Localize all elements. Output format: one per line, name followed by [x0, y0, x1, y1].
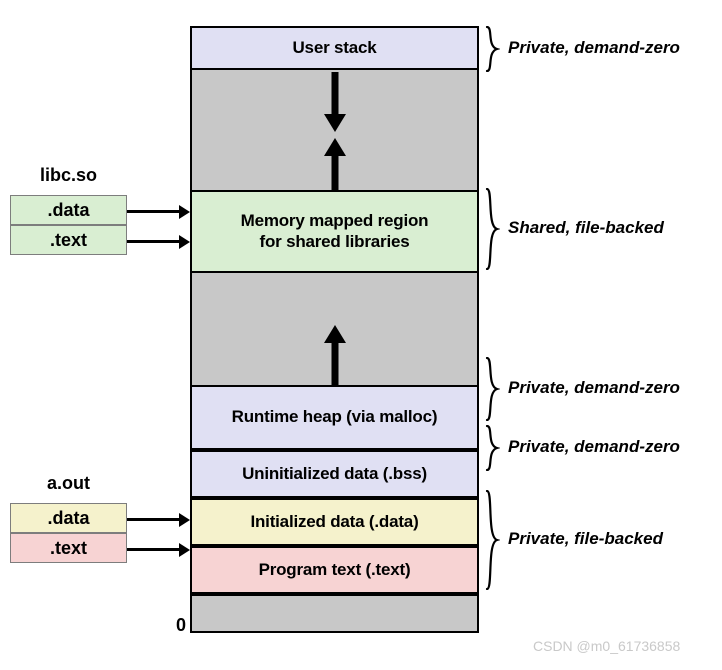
region-label-program-text: Program text (.text)	[258, 559, 411, 579]
object-file-libc-so: libc.so .data .text	[10, 165, 127, 265]
region-gap-bottom	[190, 594, 479, 633]
object-file-section-label-libc-data: .data	[47, 199, 90, 220]
region-label-uninitialized-data: Uninitialized data (.bss)	[242, 463, 427, 483]
region-gap-stack-mmap	[190, 70, 479, 190]
curly-brace-icon	[484, 357, 500, 421]
address-space-column: User stack Memory mapped region for shar…	[190, 26, 479, 633]
object-file-section-libc-text: .text	[10, 225, 127, 255]
region-runtime-heap: Runtime heap (via malloc)	[190, 385, 479, 450]
region-memory-mapped: Memory mapped region for shared librarie…	[190, 190, 479, 273]
region-program-text: Program text (.text)	[190, 546, 479, 594]
curly-brace-icon	[484, 26, 500, 72]
annotation-label-user-stack: Private, demand-zero	[508, 38, 680, 57]
curly-brace-icon	[484, 188, 500, 270]
object-file-section-label-aout-text: .text	[49, 537, 87, 558]
object-file-section-aout-data: .data	[10, 503, 127, 533]
region-initialized-data: Initialized data (.data)	[190, 498, 479, 546]
annotation-label-runtime-heap: Private, demand-zero	[508, 378, 680, 397]
region-label-runtime-heap: Runtime heap (via malloc)	[231, 407, 438, 427]
object-file-section-label-libc-text: .text	[49, 229, 87, 250]
object-file-a-out: a.out .data .text	[10, 473, 127, 573]
address-zero-label: 0	[176, 615, 187, 635]
object-file-section-label-aout-data: .data	[47, 507, 90, 528]
object-file-title-a-out: a.out	[47, 473, 90, 493]
watermark: CSDN @m0_61736858	[533, 638, 681, 654]
region-label-initialized-data: Initialized data (.data)	[250, 511, 419, 531]
object-file-section-aout-text: .text	[10, 533, 127, 563]
annotation-label-uninitialized-data: Private, demand-zero	[508, 437, 680, 456]
curly-brace-icon	[484, 425, 500, 471]
region-label-memory-mapped: Memory mapped region for shared librarie…	[240, 211, 429, 251]
region-user-stack: User stack	[190, 26, 479, 70]
curly-brace-icon	[484, 490, 500, 590]
region-uninitialized-data: Uninitialized data (.bss)	[190, 450, 479, 498]
annotation-label-memory-mapped: Shared, file-backed	[508, 218, 664, 237]
annotation-label-program-text: Private, file-backed	[508, 529, 663, 548]
object-file-section-libc-data: .data	[10, 195, 127, 225]
object-file-title-libc-so: libc.so	[39, 165, 97, 185]
region-gap-mmap-heap	[190, 273, 479, 385]
region-label-user-stack: User stack	[292, 37, 377, 57]
